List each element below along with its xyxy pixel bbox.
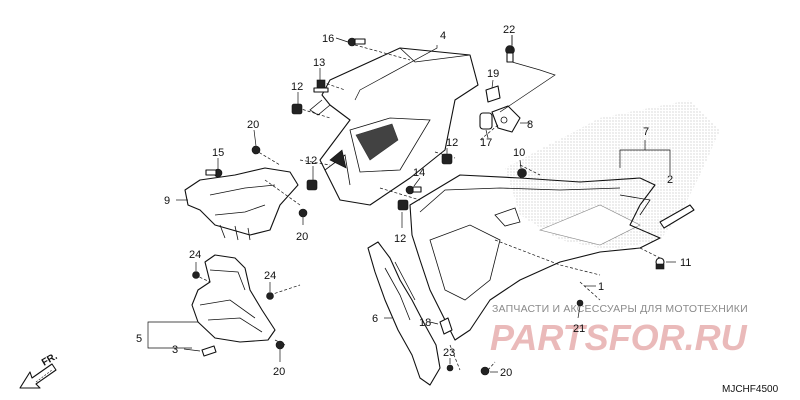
callout-4: 4 — [440, 30, 446, 42]
callout-13: 13 — [313, 57, 325, 69]
clip-18 — [439, 317, 453, 335]
callout-16: 16 — [322, 33, 334, 45]
callout-12-a: 12 — [291, 81, 303, 93]
fasteners — [192, 37, 665, 376]
callout-leaders — [176, 35, 676, 373]
callout-10: 10 — [513, 147, 525, 159]
bolt-20b — [298, 208, 308, 218]
callout-12-d: 12 — [394, 233, 406, 245]
callout-18: 18 — [419, 317, 431, 329]
bolt-15 — [205, 168, 223, 178]
grommet-12a — [291, 103, 303, 115]
callout-8: 8 — [527, 119, 533, 131]
direction-label: FR. — [40, 351, 60, 369]
callout-17: 17 — [480, 137, 492, 149]
watermark-brand: PARTSFOR.RU — [490, 317, 748, 358]
callout-19: 19 — [487, 68, 499, 80]
callout-23: 23 — [443, 347, 455, 359]
callout-12-b: 12 — [446, 137, 458, 149]
lower-panel — [367, 241, 441, 386]
rivet-11 — [655, 257, 665, 270]
grommet-13 — [313, 79, 329, 93]
grommet-12d — [397, 199, 409, 211]
nut-19 — [485, 85, 501, 103]
group-brackets — [147, 35, 671, 352]
callout-22: 22 — [503, 24, 515, 36]
bolt-22 — [505, 45, 515, 63]
callout-21: 21 — [573, 323, 585, 335]
callout-5: 5 — [136, 333, 142, 345]
inner-cover-upper — [309, 47, 479, 206]
callout-numbers: 4 16 22 13 19 12 8 17 20 12 7 12 15 10 1… — [136, 24, 691, 379]
callout-3: 3 — [172, 344, 178, 356]
callout-2: 2 — [667, 174, 673, 186]
callout-7: 7 — [643, 126, 649, 138]
decal-pattern — [505, 100, 720, 250]
callout-9: 9 — [164, 195, 170, 207]
bolt-10 — [517, 168, 527, 178]
side-cover-main — [409, 174, 661, 341]
callout-6: 6 — [372, 313, 378, 325]
bolt-24b — [266, 292, 274, 300]
bolt-20c — [275, 340, 285, 350]
rivet-21 — [576, 299, 584, 307]
callout-1: 1 — [598, 281, 604, 293]
bolt-14 — [405, 185, 422, 195]
callout-20-b: 20 — [296, 231, 308, 243]
grommet-12b — [441, 153, 453, 165]
callout-12-c: 12 — [305, 155, 317, 167]
part-strip — [659, 204, 695, 229]
front-direction-arrow-icon — [19, 363, 57, 389]
callout-11: 11 — [680, 257, 691, 269]
bolt-16 — [347, 37, 366, 47]
collar-17 — [479, 112, 493, 130]
diagram-code: MJCHF4500 — [722, 384, 779, 395]
dashed-leaders — [194, 44, 661, 371]
lower-left-bracket — [191, 254, 276, 343]
left-bracket — [184, 167, 299, 241]
clip-23 — [446, 364, 454, 372]
bolt-20d — [480, 366, 490, 376]
callout-20-c: 20 — [273, 366, 285, 378]
watermark: ЗАПЧАСТИ И АКСЕССУАРЫ ДЛЯ МОТОТЕХНИКИ PA… — [490, 303, 748, 358]
callout-14: 14 — [413, 167, 425, 179]
callout-20-a: 20 — [247, 119, 259, 131]
callout-24-a: 24 — [189, 249, 201, 261]
callout-20-d: 20 — [500, 367, 512, 379]
callout-24-b: 24 — [264, 270, 276, 282]
small-tab — [201, 345, 217, 357]
grommet-12c — [306, 179, 318, 191]
callout-15: 15 — [212, 147, 224, 159]
watermark-subtitle: ЗАПЧАСТИ И АКСЕССУАРЫ ДЛЯ МОТОТЕХНИКИ — [492, 303, 748, 315]
bolt-20a — [251, 145, 261, 155]
bracket-clip — [491, 105, 521, 133]
bolt-24a — [192, 271, 200, 279]
